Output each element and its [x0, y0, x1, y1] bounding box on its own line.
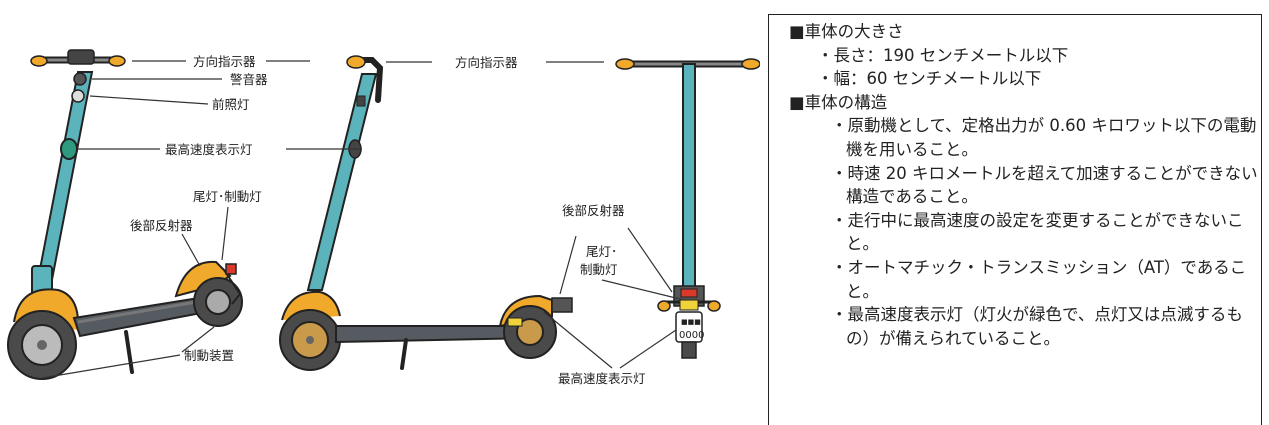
svg-text:■■■: ■■■ — [681, 318, 701, 326]
middle-turn-signal-lamp — [346, 55, 366, 69]
structure-item-motor: ・原動機として、定格出力が 0.60 キロワット以下の電動機を用いること。 — [831, 116, 1257, 159]
left-turn-signal-lamp-b — [108, 55, 126, 67]
left-speed-lamp — [60, 138, 78, 160]
spec-panel: ■車体の大きさ ・長さ：190 センチメートル以下 ・幅：60 センチメートル以… — [768, 14, 1262, 425]
structure-item-transmission: ・オートマチック・トランスミッション（AT）であること。 — [831, 257, 1247, 301]
scooter-left — [7, 49, 243, 380]
right-turn-signal-lamp-a — [615, 58, 635, 70]
label-middle-speed-lamp: 最高速度表示灯 — [558, 371, 646, 386]
structure-item-speed-limit: ・時速 20 キロメートルを超えて加速することができない構造であること。 — [831, 163, 1258, 207]
label-middle-tail-1: 尾灯･ — [586, 244, 617, 259]
label-middle-reflector: 後部反射器 — [562, 203, 625, 218]
scooter-right: ■■■ 0000 — [615, 58, 760, 359]
label-left-turn-signal: 方向指示器 — [193, 54, 256, 69]
left-horn — [73, 72, 87, 86]
label-middle-tail-2: 制動灯 — [580, 262, 618, 277]
right-reflector — [679, 299, 699, 311]
right-brake-lamp — [680, 288, 698, 298]
left-turn-signal-lamp-a — [30, 55, 48, 67]
size-heading: ■車体の大きさ — [789, 22, 904, 41]
label-left-reflector: 後部反射器 — [130, 218, 193, 233]
label-headlight: 前照灯 — [212, 97, 250, 112]
structure-item-no-change: ・走行中に最高速度の設定を変更することができないこと。 — [831, 210, 1244, 254]
right-turn-signal-lamp-b — [741, 58, 760, 70]
scooter-middle — [279, 55, 573, 371]
structure-heading: ■車体の構造 — [789, 92, 888, 112]
label-brake: 制動装置 — [184, 348, 234, 363]
license-plate-number: 0000 — [679, 330, 704, 341]
label-tail-brake-lamp: 尾灯･制動灯 — [193, 189, 262, 204]
scooter-illustration: ■■■ 0000 方向指示器 警音器 前照灯 最高速度表示灯 尾灯･制動灯 後部… — [7, 49, 760, 386]
size-item-length: ・長さ：190 センチメートル以下 — [817, 45, 1069, 65]
middle-leader-lines — [286, 61, 685, 369]
label-middle-turn-signal: 方向指示器 — [455, 55, 518, 70]
left-leader-lines — [41, 60, 310, 379]
structure-item-speed-lamp: ・最高速度表示灯（灯火が緑色で、点灯又は点滅するもの）が備えられていること。 — [831, 305, 1243, 348]
label-left-speed-lamp: 最高速度表示灯 — [165, 142, 253, 157]
left-headlight — [71, 89, 85, 103]
left-tail-lamp — [225, 263, 237, 275]
size-item-width: ・幅：60 センチメートル以下 — [817, 69, 1042, 89]
label-horn: 警音器 — [230, 72, 268, 87]
